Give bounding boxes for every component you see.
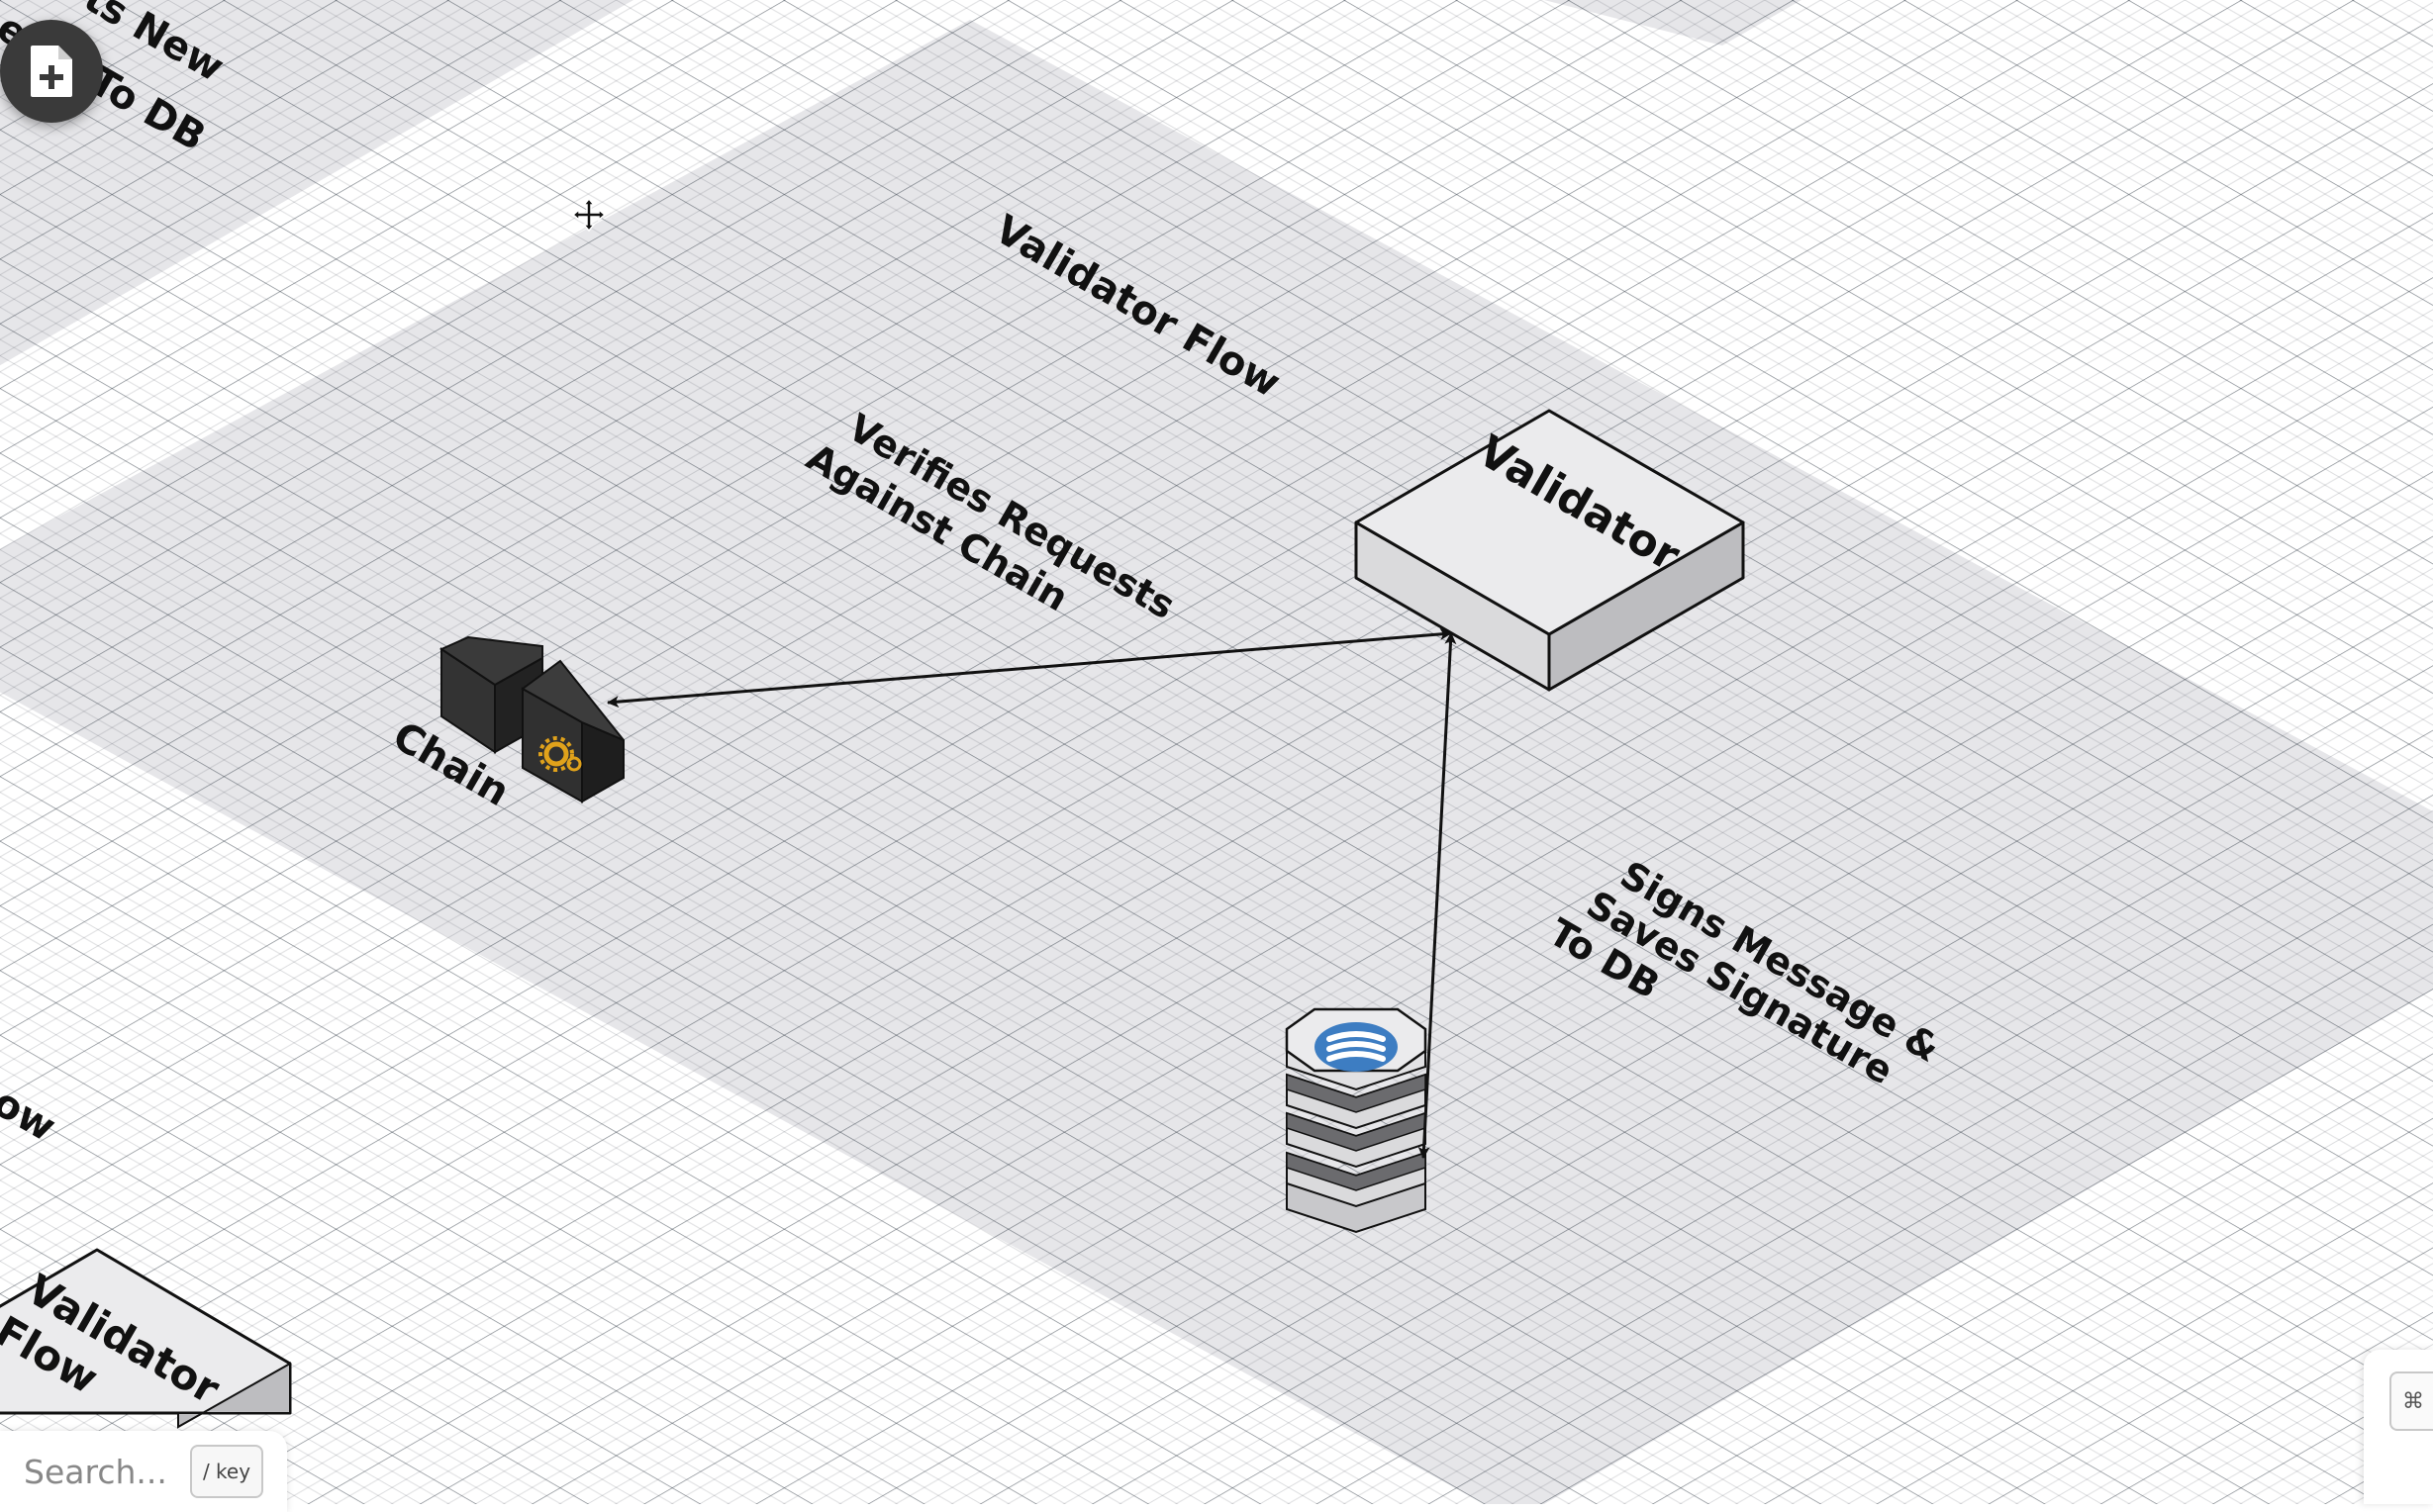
database-icon xyxy=(1314,1022,1398,1072)
signs-arrow[interactable] xyxy=(1417,632,1457,1159)
chain-server-icon[interactable] xyxy=(438,635,625,803)
gear-icon xyxy=(538,736,582,772)
add-page-button[interactable] xyxy=(0,20,103,123)
file-plus-icon xyxy=(31,46,72,97)
search-shortcut-hint: / key xyxy=(190,1445,263,1498)
shortcut-panel-tab: ⌘ xyxy=(2364,1350,2433,1504)
move-cursor-icon xyxy=(572,198,606,232)
validator-block[interactable] xyxy=(1354,409,1745,692)
validator-flow-block[interactable] xyxy=(0,1248,292,1429)
command-icon[interactable]: ⌘ xyxy=(2389,1371,2433,1431)
search-input[interactable] xyxy=(22,1449,184,1494)
verifies-arrow[interactable] xyxy=(607,627,1452,709)
search-bar: / key xyxy=(0,1431,287,1512)
database-stack[interactable] xyxy=(1285,1007,1427,1234)
